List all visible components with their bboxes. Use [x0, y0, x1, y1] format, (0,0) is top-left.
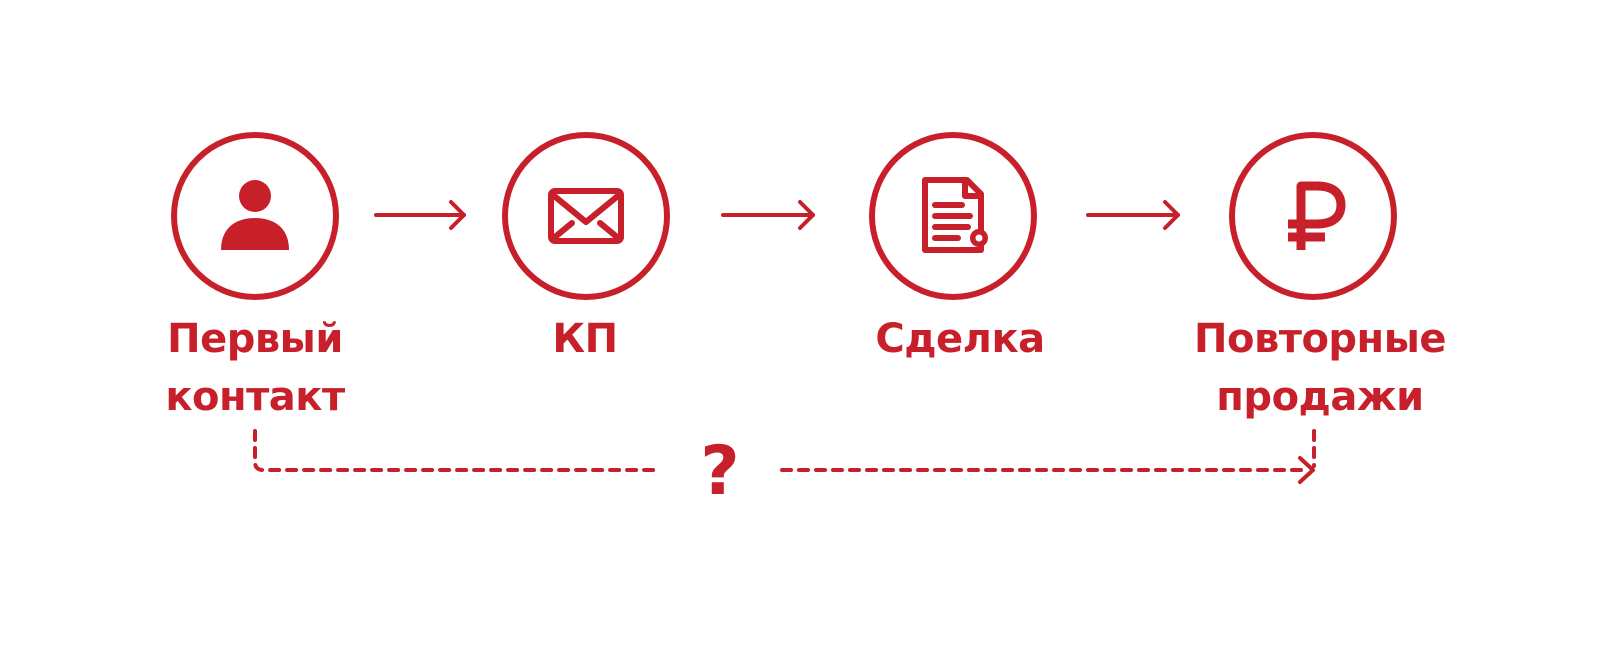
step-label-line: контакт	[165, 374, 345, 420]
envelope-icon	[548, 188, 624, 244]
question-mark-label: ?	[700, 432, 740, 511]
step-label-kp: КП	[485, 310, 685, 368]
step-label-line: Первый	[167, 316, 343, 362]
arrow-icon	[721, 200, 815, 230]
step-first-contact	[171, 132, 339, 300]
ruble-icon	[1288, 181, 1346, 250]
person-icon	[221, 180, 289, 250]
document-icon	[922, 177, 984, 253]
step-label-line: Повторные	[1193, 316, 1447, 362]
step-label-first-contact: Первый контакт	[130, 310, 380, 426]
dashed-connector	[253, 429, 1316, 484]
step-deal	[869, 132, 1037, 300]
arrow-icon	[374, 200, 466, 230]
step-label-deal: Сделка	[840, 310, 1080, 368]
step-label-line: КП	[552, 316, 618, 362]
step-repeat-sales	[1229, 132, 1397, 300]
step-circle	[502, 132, 670, 300]
step-kp	[502, 132, 670, 300]
step-circle	[1229, 132, 1397, 300]
step-label-line: продажи	[1216, 374, 1424, 420]
step-circle	[869, 132, 1037, 300]
step-circle	[171, 132, 339, 300]
step-label-line: Сделка	[875, 316, 1045, 362]
step-label-repeat-sales: Повторные продажи	[1170, 310, 1470, 426]
arrow-icon	[1086, 200, 1180, 230]
